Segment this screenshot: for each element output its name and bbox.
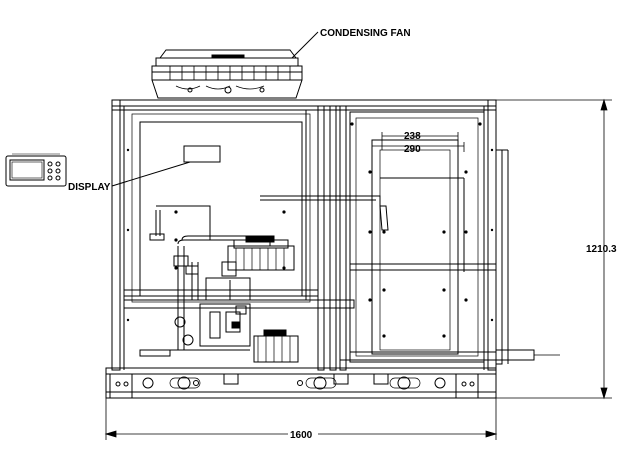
condensing-fan [151,49,303,99]
compressor-piping [149,195,389,363]
height-dimension-label: 1210.3 [586,244,617,255]
main-cabinet [111,99,560,371]
width-dimension [104,398,498,440]
condensing-fan-label: CONDENSING FAN [320,28,411,39]
width-dimension-label: 1600 [290,430,313,441]
condensing-fan-leader [291,31,319,59]
height-dimension [496,98,612,400]
inner-dimension-238-label: 238 [404,131,421,142]
base-frame [105,367,497,399]
inner-dimensions [371,132,465,152]
display-panel [5,153,67,187]
display-label: DISPLAY [68,182,111,193]
inner-dimension-290-label: 290 [404,144,421,155]
display-leader [111,161,191,187]
